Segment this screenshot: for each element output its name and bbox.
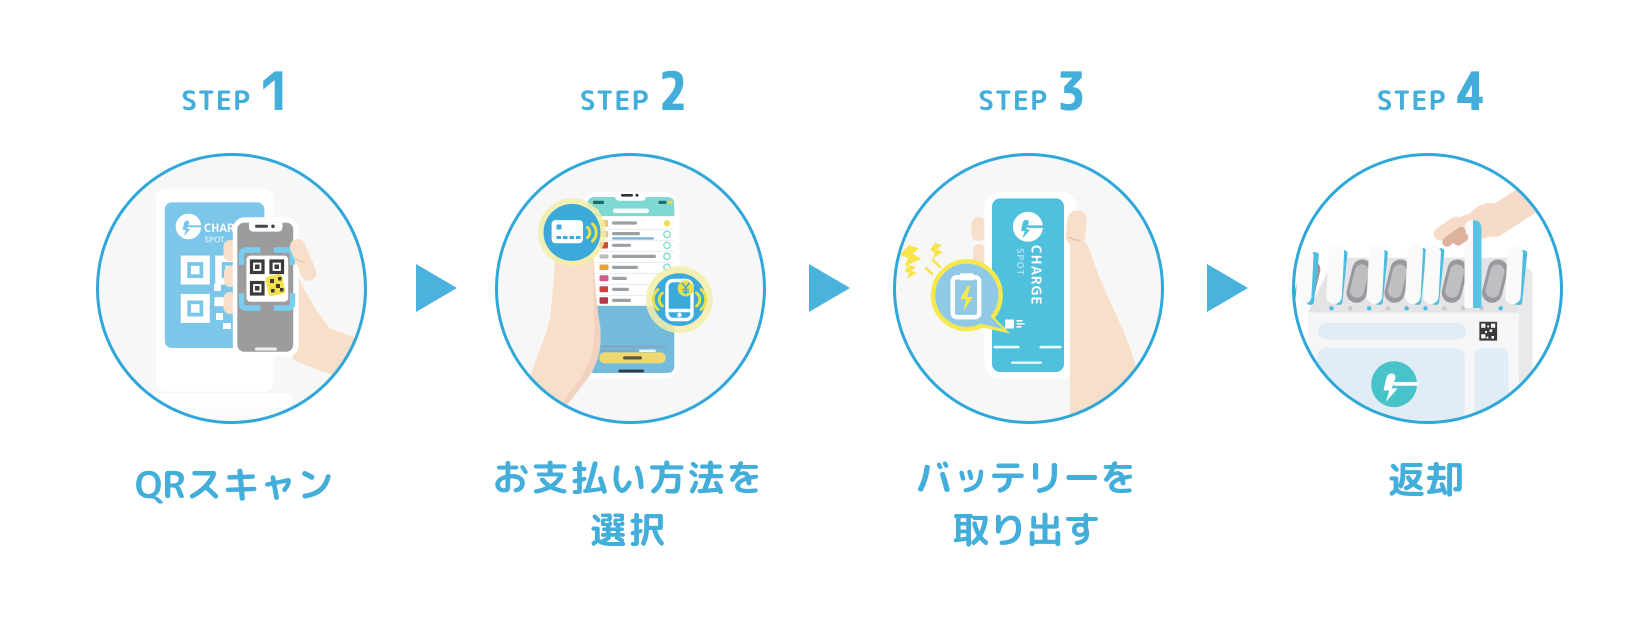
- svg-text:SPOT: SPOT: [205, 234, 225, 246]
- svg-text:SPOT: SPOT: [1013, 248, 1026, 276]
- svg-text:CHARGE: CHARGE: [1026, 245, 1045, 306]
